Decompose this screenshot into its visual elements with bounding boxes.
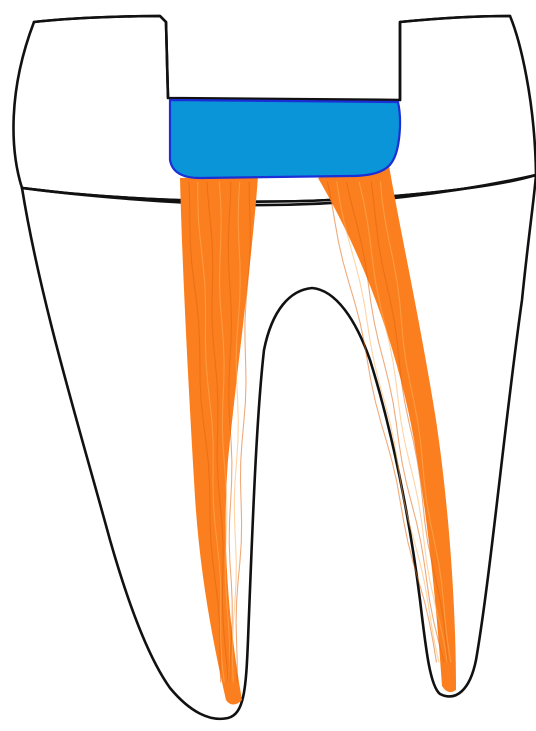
tooth-roots (22, 175, 536, 719)
coronal-restoration (170, 100, 400, 178)
